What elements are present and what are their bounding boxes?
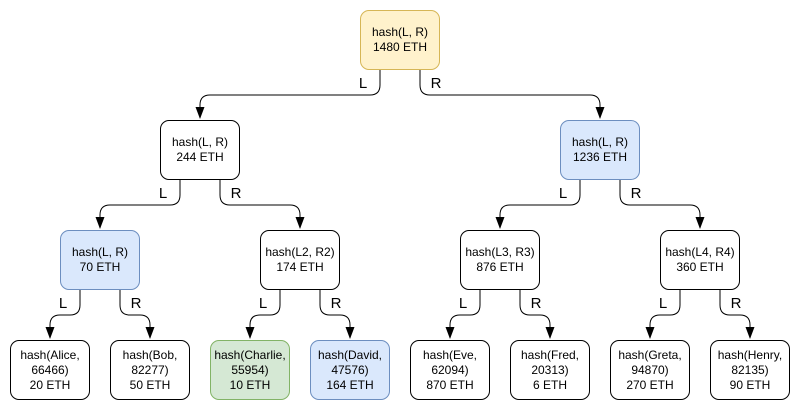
node-hash-label: hash(David, 47576) [317,347,383,377]
node-hash-label: hash(Charlie, 55954) [214,347,286,377]
edge-label-174-left: L [258,295,268,312]
edge-174-to-charlie [245,290,281,339]
edge-label-876-right: R [530,295,542,312]
node-70eth: hash(L, R) 70 ETH [60,230,140,290]
edge-70-to-alice [45,290,81,339]
edge-244-to-70 [95,180,181,229]
edge-1236-to-360 [619,180,705,229]
edge-label-root-right: R [430,75,442,92]
edge-label-70-right: R [130,295,142,312]
node-hash-label: hash(L2, R2) [265,245,335,259]
node-hash-label: hash(Fred, 20313) [520,347,580,377]
node-amount-label: 360 ETH [676,260,724,274]
node-amount-label: 1236 ETH [572,150,628,164]
node-amount-label: 20 ETH [29,377,71,392]
node-amount-label: 1480 ETH [372,40,428,54]
edge-label-244-right: R [230,185,242,202]
node-hash-label: hash(L, R) [171,135,229,149]
edge-label-1236-left: L [558,185,568,202]
node-amount-label: 90 ETH [729,377,771,392]
edge-174-to-david [319,290,355,339]
edge-70-to-bob [119,290,155,339]
node-amount-label: 50 ETH [129,377,171,392]
node-amount-label: 164 ETH [326,377,374,392]
node-amount-label: 174 ETH [276,260,324,274]
edge-label-1236-right: R [630,185,642,202]
edge-876-to-fred [519,290,555,339]
edge-label-360-right: R [730,295,742,312]
leaf-charlie: hash(Charlie, 55954) 10 ETH [210,340,290,400]
node-amount-label: 10 ETH [229,377,271,392]
edge-360-to-greta [645,290,681,339]
node-hash-label: hash(L, R) [571,135,629,149]
node-hash-label: hash(L, R) [371,25,429,39]
node-hash-label: hash(L, R) [71,245,129,259]
leaf-greta: hash(Greta, 94870) 270 ETH [610,340,690,400]
leaf-fred: hash(Fred, 20313) 6 ETH [510,340,590,400]
edge-root-to-244 [195,70,381,119]
node-244eth: hash(L, R) 244 ETH [160,120,240,180]
node-amount-label: 6 ETH [532,377,567,392]
node-amount-label: 876 ETH [476,260,524,274]
node-amount-label: 870 ETH [426,377,474,392]
edge-360-to-henry [719,290,755,339]
node-hash-label: hash(Henry, 82135) [717,347,783,377]
edge-876-to-eve [445,290,481,339]
node-hash-label: hash(L3, R3) [465,245,535,259]
node-hash-label: hash(L4, R4) [665,245,735,259]
edge-244-to-174 [219,180,305,229]
edge-label-root-left: L [358,75,368,92]
node-360eth: hash(L4, R4) 360 ETH [660,230,740,290]
node-amount-label: 270 ETH [626,377,674,392]
node-876eth: hash(L3, R3) 876 ETH [460,230,540,290]
node-amount-label: 70 ETH [79,260,121,274]
edge-label-360-left: L [658,295,668,312]
edge-label-876-left: L [458,295,468,312]
edge-label-174-right: R [330,295,342,312]
edge-label-244-left: L [158,185,168,202]
leaf-eve: hash(Eve, 62094) 870 ETH [410,340,490,400]
edge-1236-to-876 [495,180,581,229]
node-1236eth: hash(L, R) 1236 ETH [560,120,640,180]
node-hash-label: hash(Greta, 94870) [618,347,682,377]
leaf-bob: hash(Bob, 82277) 50 ETH [110,340,190,400]
leaf-david: hash(David, 47576) 164 ETH [310,340,390,400]
leaf-henry: hash(Henry, 82135) 90 ETH [710,340,790,400]
edge-root-to-1236 [419,70,605,119]
node-root: hash(L, R) 1480 ETH [360,10,440,70]
node-174eth: hash(L2, R2) 174 ETH [260,230,340,290]
node-hash-label: hash(Alice, 66466) [20,347,80,377]
leaf-alice: hash(Alice, 66466) 20 ETH [10,340,90,400]
node-hash-label: hash(Bob, 82277) [122,347,178,377]
node-amount-label: 244 ETH [176,150,224,164]
node-hash-label: hash(Eve, 62094) [422,347,478,377]
edge-label-70-left: L [58,295,68,312]
